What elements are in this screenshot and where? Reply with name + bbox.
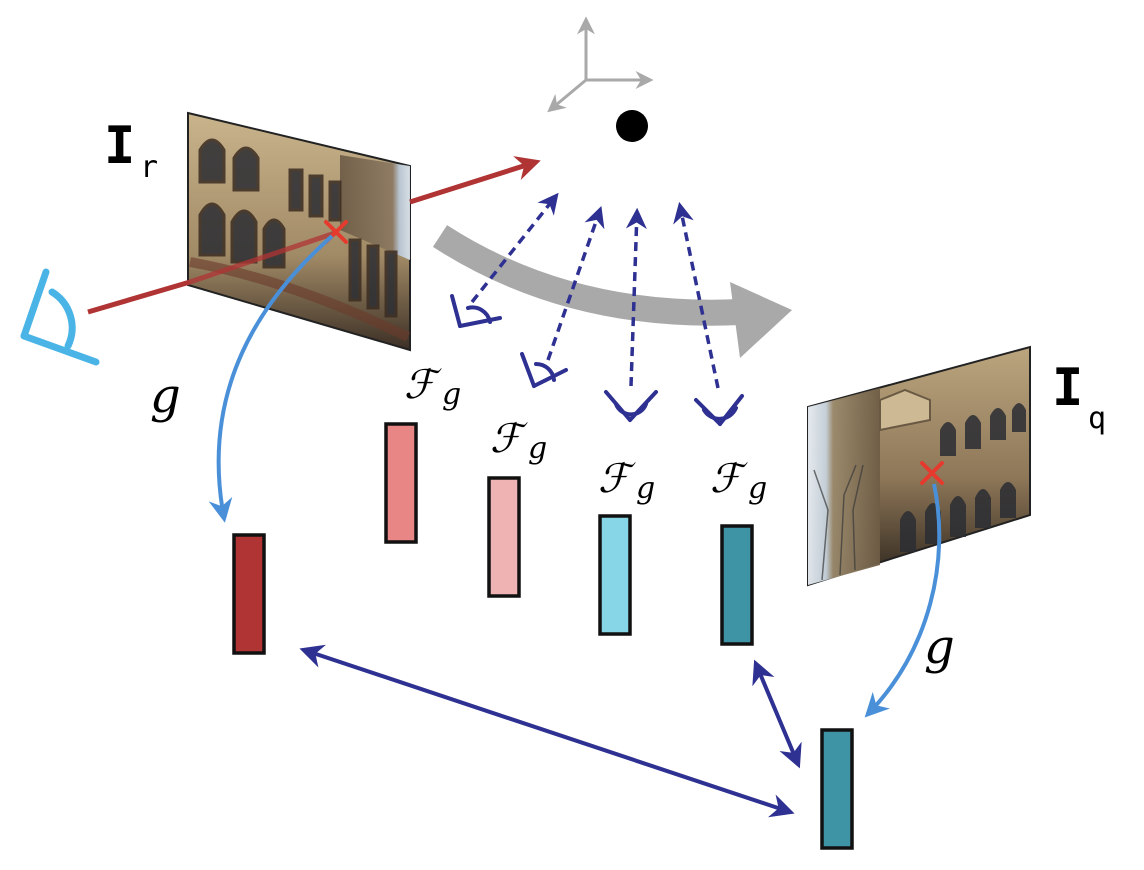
fg-label-2-sub: g	[528, 431, 547, 466]
query-image	[807, 345, 1031, 587]
3d-point-icon	[616, 110, 648, 142]
match-arrow-short	[752, 659, 802, 769]
virtual-camera-icon-2	[520, 352, 568, 388]
keypoint-cross-icon-query	[920, 461, 944, 485]
virtual-camera-icon-4	[694, 394, 744, 426]
fg-label-1-sub: g	[442, 377, 461, 412]
fg-label-3-sub: g	[636, 471, 655, 506]
query-image-label: I	[1052, 358, 1083, 418]
match-arrow-long	[299, 644, 795, 818]
gray-rotation-arrowhead	[730, 282, 792, 358]
ref-image-subscript: r	[140, 150, 158, 185]
fg-label-4-sub: g	[748, 471, 767, 506]
virtual-view-rays	[470, 192, 720, 389]
fg-label-2: ℱ	[490, 416, 528, 462]
fg-label-4: ℱ	[710, 456, 748, 502]
ref-image-label: I	[104, 116, 135, 176]
descriptor-bar-virtual-1	[384, 422, 418, 544]
camera-eye-icon	[20, 268, 100, 366]
reference-image	[187, 111, 411, 352]
viewing-ray-hidden	[189, 229, 339, 285]
descriptor-bar-virtual-4	[720, 524, 754, 646]
g-label-left: g	[150, 368, 181, 424]
query-image-subscript: q	[1088, 401, 1106, 436]
g-arrow-left	[208, 234, 334, 523]
g-label-right: g	[924, 619, 955, 675]
gray-rotation-arrow	[432, 225, 741, 326]
viewing-ray-arrow	[409, 156, 541, 205]
descriptor-bar-reference	[232, 533, 266, 655]
virtual-camera-icon-3	[604, 390, 658, 422]
fg-label-1: ℱ	[404, 362, 442, 408]
viewing-ray-lower	[87, 279, 191, 315]
virtual-camera-icon-1	[450, 294, 502, 328]
descriptor-bar-virtual-3	[598, 514, 632, 636]
fg-label-3: ℱ	[598, 456, 636, 502]
3d-axes-icon	[547, 16, 654, 113]
g-arrow-right	[864, 483, 942, 718]
descriptor-bar-query	[820, 728, 854, 850]
descriptor-bar-virtual-2	[487, 476, 521, 598]
